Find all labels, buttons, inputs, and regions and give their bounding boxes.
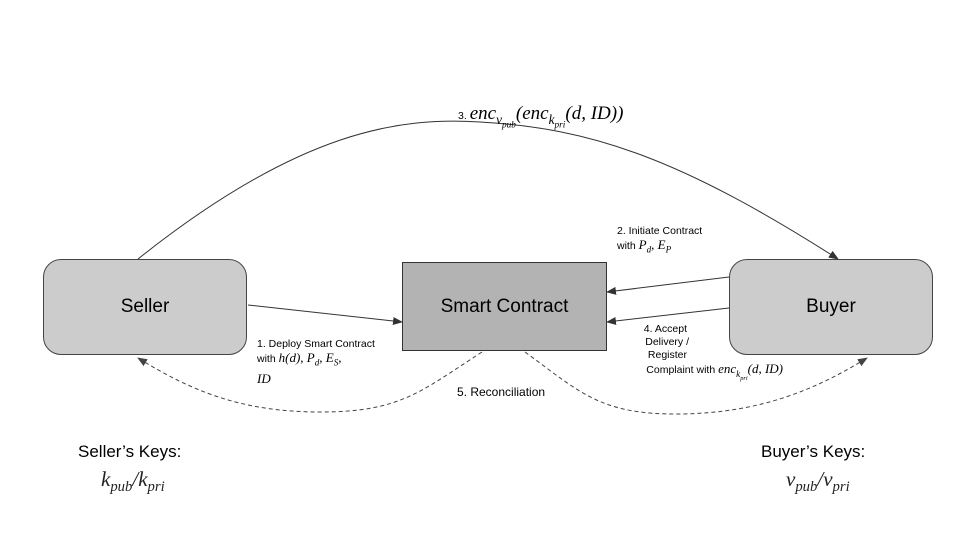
edge-encrypted-data-arc <box>137 120 839 260</box>
step5-label: 5. Reconciliation <box>457 385 546 399</box>
smart-contract-label: Smart Contract <box>440 295 569 317</box>
seller-label: Seller <box>120 296 170 317</box>
buyer-keys-title: Buyer’s Keys: <box>761 442 866 461</box>
smart-contract-node: Smart Contract <box>402 262 607 351</box>
seller-keys-value: kpub/kpri <box>101 467 165 496</box>
step2-label: 2. Initiate Contract with Pd, EP <box>617 225 703 255</box>
step3-formula: encvpub(enckpri(d, ID)) <box>469 103 624 131</box>
edge-accept-arrow <box>606 307 730 325</box>
step2-formula: Pd, EP <box>638 237 672 255</box>
step1-formula-id: ID <box>257 370 271 386</box>
step4-formula: enckpri(d, ID) <box>718 361 783 382</box>
buyer-keys-value: vpub/vpri <box>786 467 850 496</box>
seller-node: Seller <box>43 259 247 355</box>
step4-label: 4. Accept Delivery / Register Complaint … <box>643 323 783 382</box>
edge-reconciliation-left <box>137 351 483 413</box>
edge-initiate-arrow <box>606 276 730 295</box>
edge-reconciliation-right <box>524 351 868 415</box>
buyer-node: Buyer <box>729 259 933 355</box>
buyer-label: Buyer <box>806 296 856 317</box>
step1-formula: h(d), Pd, ES, <box>278 350 342 368</box>
step1-label: 1. Deploy Smart Contract with h(d), Pd, … <box>257 338 375 386</box>
seller-keys-title: Seller’s Keys: <box>78 442 182 461</box>
step3-label: 3. encvpub(enckpri(d, ID)) <box>458 103 624 131</box>
edge-deploy-arrow <box>247 304 403 325</box>
